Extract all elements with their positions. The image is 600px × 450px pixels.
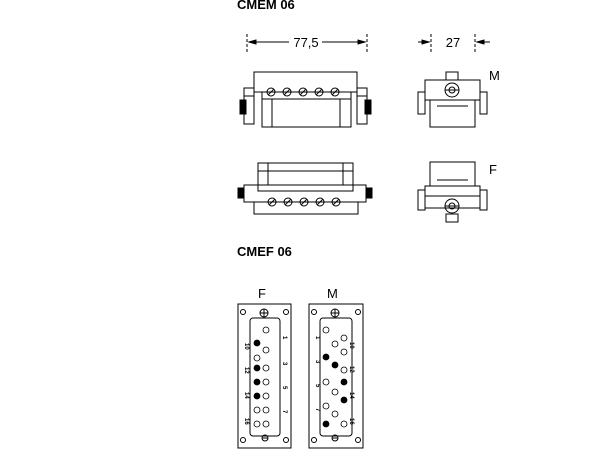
- pin-label: 7: [314, 408, 320, 412]
- pin-label: 10: [348, 342, 354, 349]
- length-dimension: 77,5: [246, 34, 368, 52]
- male-insert-face: [308, 303, 364, 449]
- width-dimension: 27: [418, 34, 490, 52]
- female-left-pin-labels: 10 12 14 16: [243, 343, 249, 425]
- pin-label: 12: [348, 366, 354, 373]
- female-contacts: [253, 326, 270, 428]
- male-screw-row: [266, 87, 340, 97]
- pin-label: 16: [348, 418, 354, 425]
- pin-label: 10: [243, 343, 249, 350]
- pin-label: 1: [314, 336, 320, 340]
- title-cmef: CMEF 06: [237, 244, 292, 259]
- male-right-pin-labels: 10 12 14 16: [348, 342, 354, 425]
- female-right-pin-labels: 1 3 5 7: [281, 336, 287, 414]
- female-view-label: F: [489, 162, 497, 177]
- female-end-view: [417, 161, 488, 223]
- length-dimension-value: 77,5: [293, 35, 318, 50]
- pin-label: 14: [348, 392, 354, 399]
- pin-label: 5: [281, 386, 287, 390]
- width-dimension-value: 27: [446, 35, 460, 50]
- male-end-view: [417, 71, 488, 128]
- pin-label: 5: [314, 384, 320, 388]
- female-screw-row: [267, 197, 341, 207]
- pin-label: 3: [281, 362, 287, 366]
- male-view-label: M: [489, 68, 500, 83]
- female-insert-face: [237, 303, 292, 449]
- female-insert-label: F: [258, 286, 266, 301]
- pin-label: 3: [314, 360, 320, 364]
- pin-label: 16: [243, 418, 249, 425]
- male-insert-label: M: [327, 286, 338, 301]
- male-left-pin-labels: 1 3 5 7: [314, 336, 320, 412]
- pin-label: 14: [243, 392, 249, 399]
- male-side-view: [239, 71, 372, 128]
- female-side-view: [237, 162, 373, 215]
- pin-label: 12: [243, 367, 249, 374]
- male-contacts: [322, 326, 348, 428]
- pin-label: 1: [281, 336, 287, 340]
- title-cmem: CMEM 06: [237, 0, 295, 12]
- pin-label: 7: [281, 410, 287, 414]
